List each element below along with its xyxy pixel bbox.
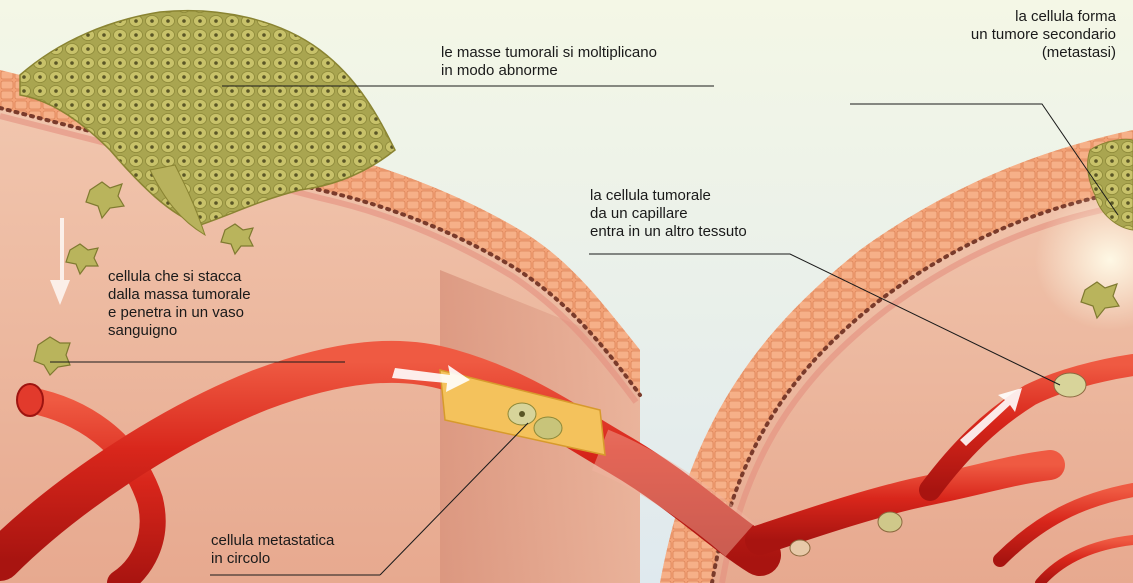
- label-detaching-cell: cellula che si stacca dalla massa tumora…: [108, 268, 251, 340]
- label-secondary-tumor-line1: la cellula forma: [971, 8, 1116, 26]
- label-secondary-tumor-line2: un tumore secondario: [971, 26, 1116, 44]
- label-tumor-masses: le masse tumorali si moltiplicano in mod…: [441, 44, 657, 80]
- label-circulating-cell-line2: in circolo: [211, 550, 334, 568]
- label-capillary-exit: la cellula tumorale da un capillare entr…: [590, 187, 747, 241]
- label-secondary-tumor: la cellula forma un tumore secondario (m…: [971, 8, 1116, 62]
- label-tumor-masses-line2: in modo abnorme: [441, 62, 657, 80]
- label-circulating-cell: cellula metastatica in circolo: [211, 532, 334, 568]
- label-capillary-exit-line2: da un capillare: [590, 205, 747, 223]
- label-secondary-tumor-line3: (metastasi): [971, 44, 1116, 62]
- label-circulating-cell-line1: cellula metastatica: [211, 532, 334, 550]
- label-capillary-exit-line1: la cellula tumorale: [590, 187, 747, 205]
- label-detaching-cell-line1: cellula che si stacca: [108, 268, 251, 286]
- label-capillary-exit-line3: entra in un altro tessuto: [590, 223, 747, 241]
- label-tumor-masses-line1: le masse tumorali si moltiplicano: [441, 44, 657, 62]
- label-detaching-cell-line2: dalla massa tumorale: [108, 286, 251, 304]
- label-detaching-cell-line4: sanguigno: [108, 322, 251, 340]
- label-detaching-cell-line3: e penetra in un vaso: [108, 304, 251, 322]
